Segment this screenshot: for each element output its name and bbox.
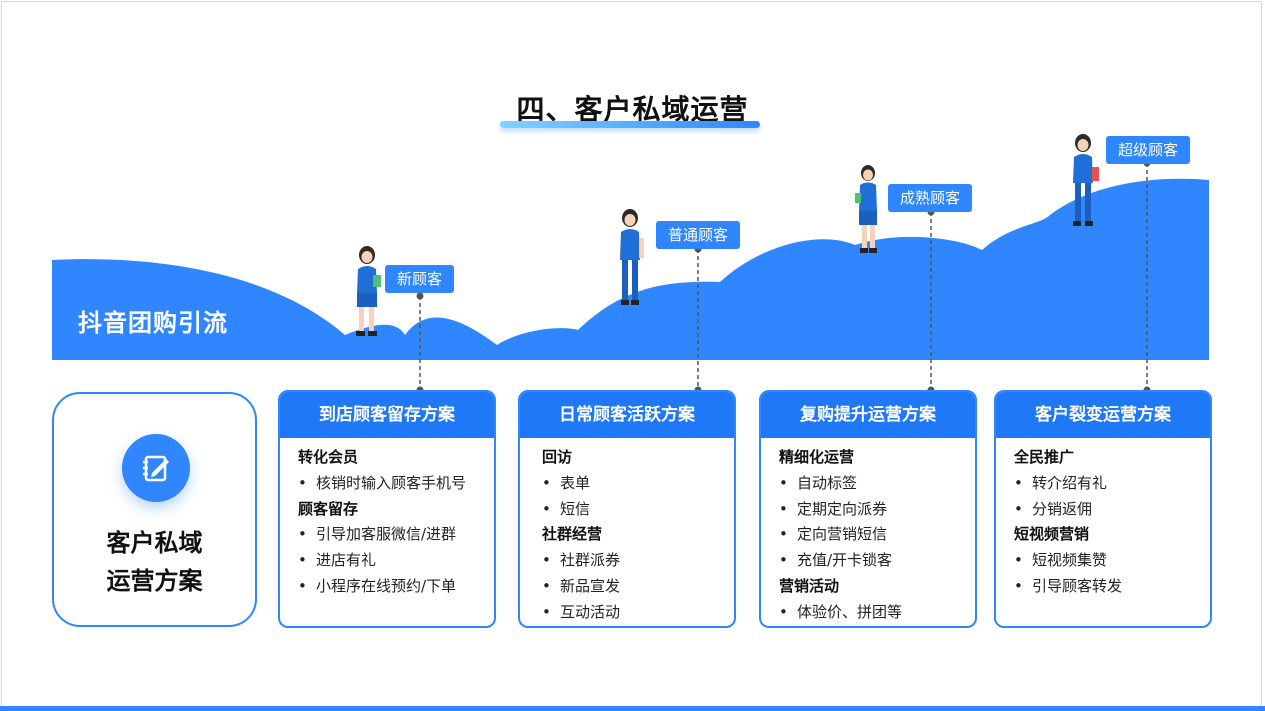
list-item: 新品宣发 <box>542 574 734 600</box>
section-title: 全民推广 <box>1014 448 1075 466</box>
card-header: 日常顾客活跃方案 <box>520 392 734 438</box>
plan-card-repurchase: 复购提升运营方案 精细化运营 自动标签 定期定向派券 定向营销短信 充值/开卡锁… <box>759 390 977 628</box>
title-underline <box>500 121 760 128</box>
left-card-title-line1: 客户私域 <box>106 529 203 557</box>
bottom-accent-bar <box>0 706 1265 711</box>
notebook-pen-icon <box>122 434 190 502</box>
stage-tag-new: 新顾客 <box>385 265 455 293</box>
list-item: 分销返佣 <box>1014 497 1210 523</box>
list-item: 定期定向派券 <box>779 497 975 523</box>
section-title: 顾客留存 <box>298 499 359 518</box>
plan-card-activity: 日常顾客活跃方案 回访 表单 短信 社群经营 社群派券 新品宣发 互动活动 <box>518 390 736 628</box>
section-title: 回访 <box>542 448 573 466</box>
person-figure-3 <box>855 165 877 253</box>
person-figure-1 <box>356 246 381 336</box>
plan-card-referral: 客户裂变运营方案 全民推广 转介绍有礼 分销返佣 短视频营销 短视频集赞 引导顾… <box>994 390 1212 628</box>
list-item: 社群派券 <box>542 548 734 574</box>
stage-tag-mature: 成熟顾客 <box>888 184 973 212</box>
card-header: 复购提升运营方案 <box>761 392 975 438</box>
list-item: 引导顾客转发 <box>1014 574 1210 600</box>
hills-shape <box>52 178 1209 360</box>
person-figure-2 <box>620 209 644 305</box>
list-item: 表单 <box>542 471 734 497</box>
list-item: 互动活动 <box>542 600 734 626</box>
card-header: 到店顾客留存方案 <box>280 392 494 438</box>
page-title: 四、客户私域运营 <box>516 93 749 126</box>
list-item: 转介绍有礼 <box>1014 471 1210 497</box>
left-card-title: 客户私域 运营方案 <box>54 524 255 600</box>
section-title: 营销活动 <box>779 576 840 595</box>
plan-card-retention: 到店顾客留存方案 转化会员 核销时输入顾客手机号 顾客留存 引导加客服微信/进群… <box>278 390 496 628</box>
section-title: 社群经营 <box>542 525 603 544</box>
list-item: 进店有礼 <box>298 548 494 574</box>
stage-tag-regular: 普通顾客 <box>656 221 741 249</box>
card-header: 客户裂变运营方案 <box>996 392 1210 438</box>
person-figure-4 <box>1073 134 1099 226</box>
stage-tag-super: 超级顾客 <box>1106 136 1191 164</box>
list-item: 核销时输入顾客手机号 <box>298 471 494 497</box>
list-item: 短信 <box>542 497 734 523</box>
section-title: 精细化运营 <box>779 448 855 466</box>
list-item: 定向营销短信 <box>779 522 975 548</box>
list-item: 短视频集赞 <box>1014 548 1210 574</box>
hero-label: 抖音团购引流 <box>78 309 228 337</box>
list-item: 体验价、拼团等 <box>779 600 975 626</box>
list-item: 引导加客服微信/进群 <box>298 522 494 548</box>
left-card-title-line2: 运营方案 <box>106 567 203 595</box>
section-title: 短视频营销 <box>1014 525 1090 544</box>
left-summary-card: 客户私域 运营方案 <box>52 392 257 627</box>
list-item: 小程序在线预约/下单 <box>298 574 494 600</box>
section-title: 转化会员 <box>298 448 359 466</box>
list-item: 充值/开卡锁客 <box>779 548 975 574</box>
list-item: 自动标签 <box>779 471 975 497</box>
